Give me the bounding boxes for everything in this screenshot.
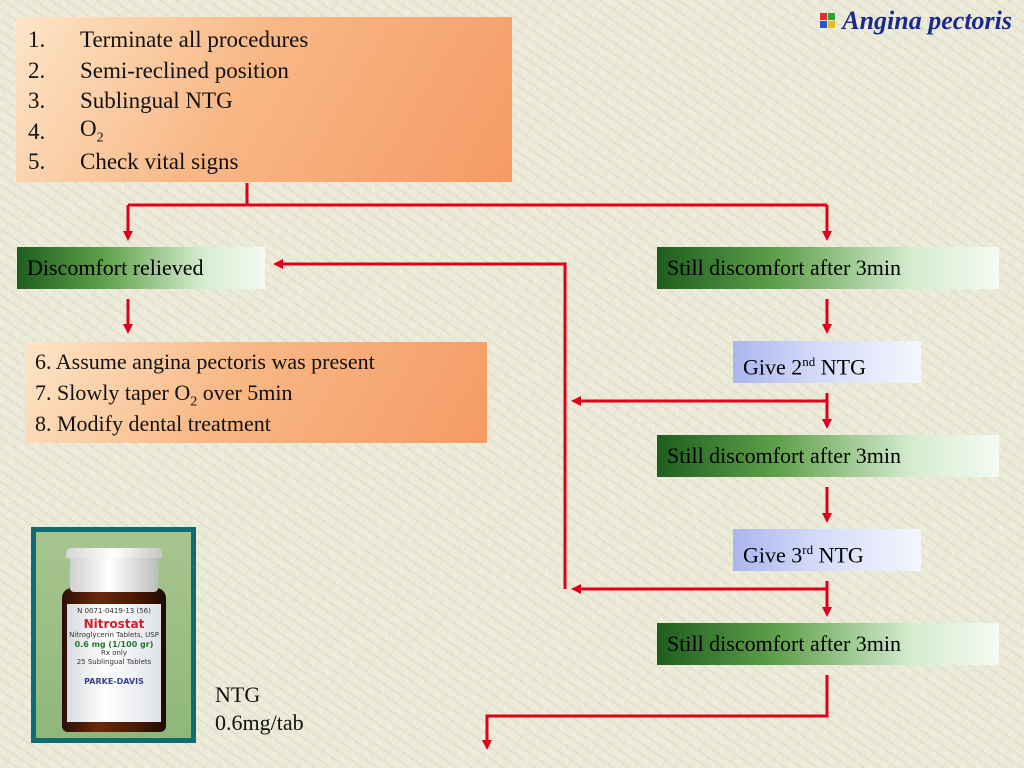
bullet-icon bbox=[820, 13, 836, 29]
still-discomfort-box-2: Still discomfort after 3min bbox=[657, 435, 999, 477]
step-item: 4.O2 bbox=[28, 116, 104, 147]
step-item: 3.Sublingual NTG bbox=[28, 88, 233, 114]
give-3rd-ntg-box: Give 3rd NTG bbox=[733, 529, 921, 571]
bottle-cap bbox=[66, 548, 162, 592]
step-item: 5.Check vital signs bbox=[28, 149, 239, 175]
initial-steps-box: 1.Terminate all procedures 2.Semi-reclin… bbox=[16, 17, 512, 182]
bottle-label: N 0071-0419-13 (56) Nitrostat Nitroglyce… bbox=[67, 604, 161, 722]
slide-title: Angina pectoris bbox=[820, 6, 1012, 36]
outcome-line: 7. Slowly taper O2 over 5min bbox=[35, 380, 293, 410]
give-2nd-ntg-box: Give 2nd NTG bbox=[733, 341, 921, 383]
ntg-bottle-photo: N 0071-0419-13 (56) Nitrostat Nitroglyce… bbox=[31, 527, 196, 743]
relief-outcome-box: 6. Assume angina pectoris was present 7.… bbox=[25, 342, 487, 443]
arrow-to-relieved bbox=[128, 203, 827, 236]
outcome-line: 8. Modify dental treatment bbox=[35, 411, 271, 436]
step-item: 2.Semi-reclined position bbox=[28, 57, 289, 83]
discomfort-relieved-box: Discomfort relieved bbox=[17, 247, 265, 289]
still-discomfort-box-1: Still discomfort after 3min bbox=[657, 247, 999, 289]
title-text: Angina pectoris bbox=[842, 6, 1012, 35]
still-discomfort-box-3: Still discomfort after 3min bbox=[657, 623, 999, 665]
outcome-line: 6. Assume angina pectoris was present bbox=[35, 349, 375, 374]
ntg-caption: NTG 0.6mg/tab bbox=[215, 682, 304, 735]
arrow-final-exit bbox=[482, 675, 829, 750]
step-item: 1.Terminate all procedures bbox=[28, 27, 309, 53]
